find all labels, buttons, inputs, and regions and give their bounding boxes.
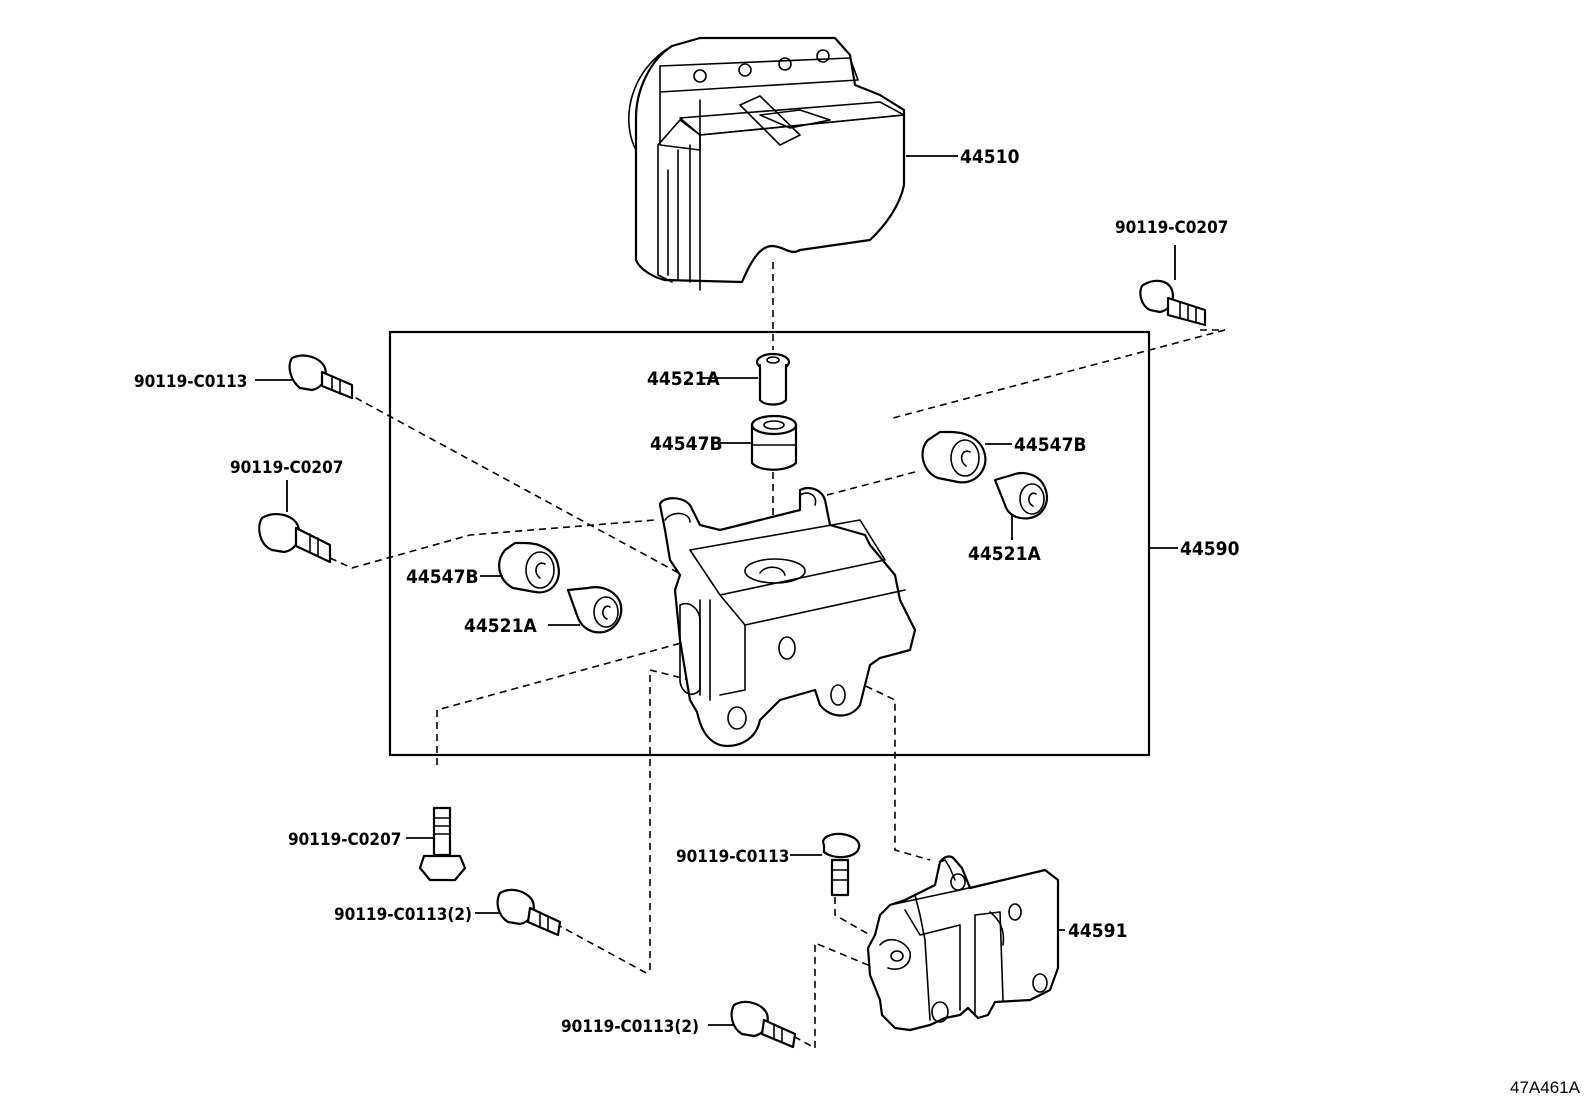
collar-center <box>755 352 791 406</box>
bolt-left-mid <box>258 513 332 564</box>
label-actuator: 44510 <box>960 146 1020 168</box>
label-bolt-bottom-left2: 90119-C0113(2) <box>334 905 472 925</box>
cushion-center <box>750 414 798 471</box>
label-lower-bracket: 44591 <box>1068 920 1127 942</box>
label-bolt-left-mid: 90119-C0207 <box>230 458 343 478</box>
label-bolt-left-upper: 90119-C0113 <box>134 372 247 392</box>
label-bolt-bottom-center2: 90119-C0113(2) <box>561 1017 699 1037</box>
label-bolt-bottom-left: 90119-C0207 <box>288 830 401 850</box>
bolt-left-upper <box>288 354 354 400</box>
main-bracket <box>658 486 917 747</box>
alignment-lines <box>329 262 1226 1050</box>
bolt-bottom-left <box>418 806 467 882</box>
collar-left <box>566 586 623 634</box>
label-cushion-right: 44547B <box>1014 434 1087 456</box>
bolt-top-right <box>1139 279 1207 327</box>
lower-bracket <box>866 855 1060 1032</box>
label-cushion-left: 44547B <box>406 566 479 588</box>
cushion-right <box>921 430 987 484</box>
label-bolt-bottom-center: 90119-C0113 <box>676 847 789 867</box>
collar-right <box>993 471 1048 520</box>
label-bolt-top-right: 90119-C0207 <box>1115 218 1228 238</box>
label-cushion-center: 44547B <box>650 433 723 455</box>
bolt-bottom-left2 <box>496 888 562 937</box>
assembly-frame <box>388 330 1151 757</box>
label-collar-right: 44521A <box>968 543 1041 565</box>
diagram-code: 47A461A <box>1510 1078 1581 1097</box>
bolt-bottom-center <box>822 832 861 897</box>
label-collar-left: 44521A <box>464 615 537 637</box>
label-bracket-assy: 44590 <box>1180 538 1240 560</box>
cushion-left <box>498 541 560 594</box>
bolt-bottom-center2 <box>730 1000 797 1049</box>
abs-actuator <box>628 36 906 291</box>
label-collar-center: 44521A <box>647 368 720 390</box>
